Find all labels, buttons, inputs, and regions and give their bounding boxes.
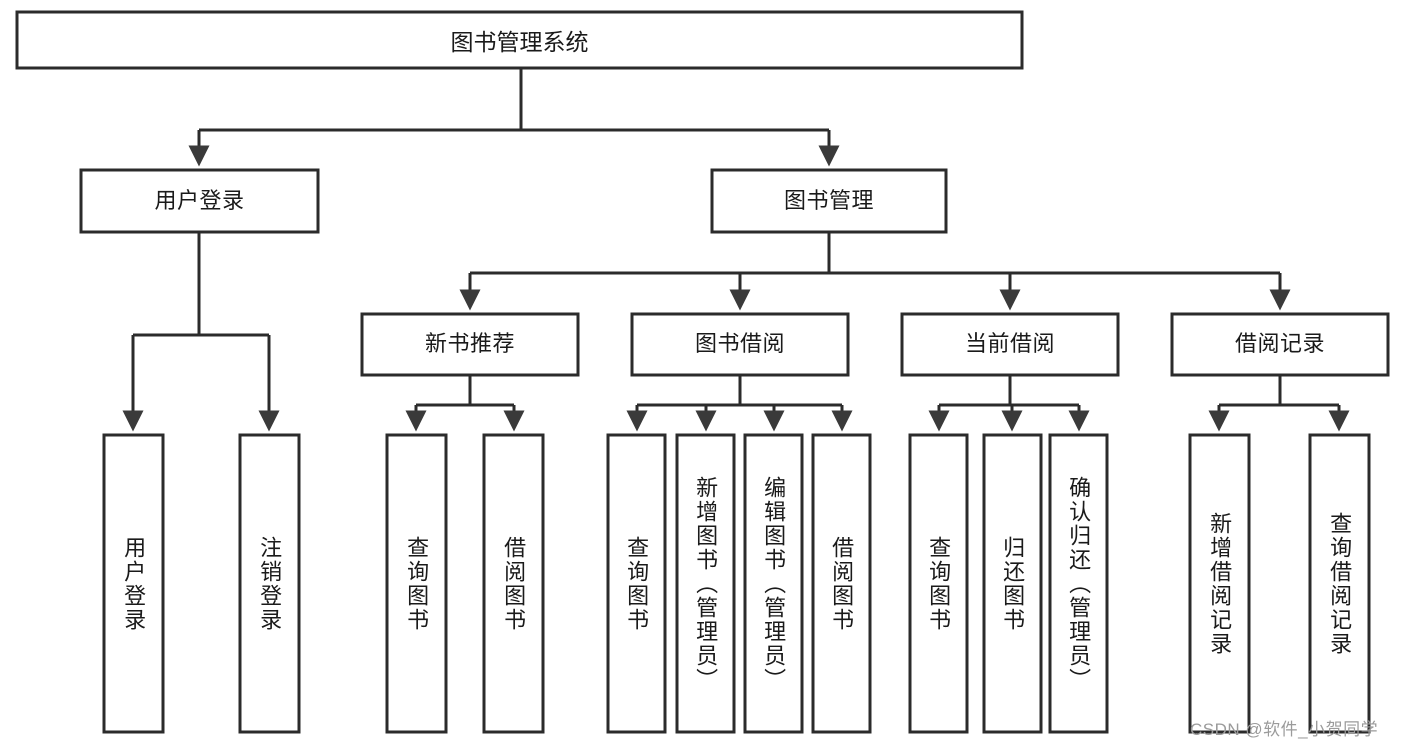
leaf-box[interactable] <box>102 433 165 734</box>
leaf-box[interactable] <box>675 433 736 734</box>
leaf-box[interactable] <box>982 433 1043 734</box>
box-user-login[interactable] <box>79 168 320 234</box>
box-book-borrow[interactable] <box>630 312 850 377</box>
leaf-box[interactable] <box>811 433 872 734</box>
leaf-box[interactable] <box>743 433 804 734</box>
box-borrow-record[interactable] <box>1170 312 1390 377</box>
leaf-box[interactable] <box>606 433 667 734</box>
leaf-box[interactable] <box>908 433 969 734</box>
box-book-management[interactable] <box>710 168 948 234</box>
leaf-box[interactable] <box>1308 433 1371 734</box>
node-boxes <box>15 10 1390 734</box>
connectors <box>122 68 1350 432</box>
box-new-book-recommend[interactable] <box>360 312 580 377</box>
leaf-box[interactable] <box>1188 433 1251 734</box>
box-root[interactable] <box>15 10 1024 70</box>
watermark-text: CSDN @软件_小贺同学 <box>1190 720 1379 739</box>
leaf-box[interactable] <box>482 433 545 734</box>
leaf-box[interactable] <box>385 433 448 734</box>
leaf-box[interactable] <box>1048 433 1109 734</box>
box-current-borrow[interactable] <box>900 312 1120 377</box>
leaf-box[interactable] <box>238 433 301 734</box>
